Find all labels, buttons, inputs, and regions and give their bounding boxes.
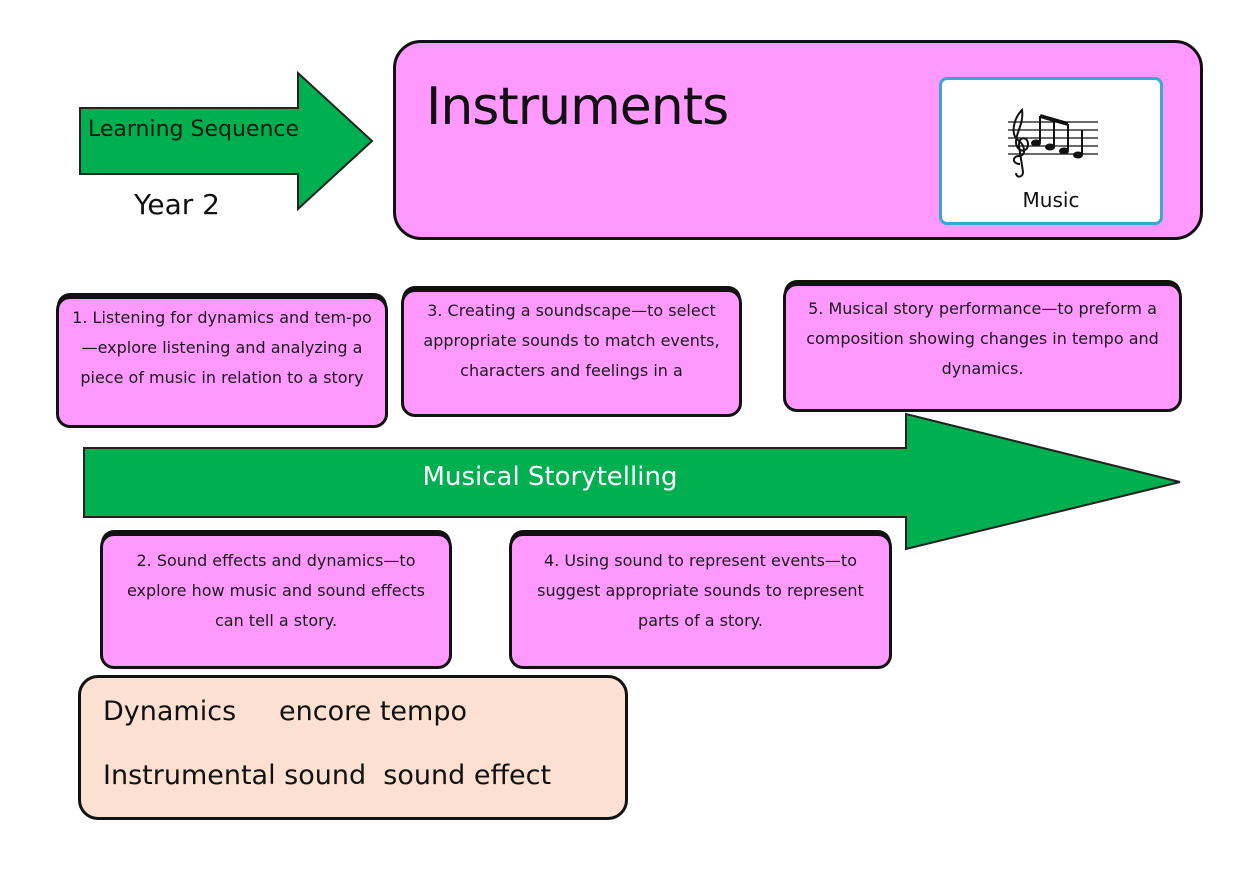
musical-storytelling-arrow	[83, 412, 1181, 551]
title-panel: Instruments Music	[393, 40, 1203, 240]
learning-sequence-label: Learning Sequence	[88, 117, 300, 142]
subject-label: Music	[1022, 188, 1080, 212]
step-2-box: 2. Sound effects and dynamics—to explore…	[100, 533, 452, 669]
learning-sequence-arrow	[79, 70, 374, 212]
step-4-box: 4. Using sound to represent events—to su…	[509, 533, 892, 669]
vocabulary-box: Dynamics encore tempo Instrumental sound…	[78, 675, 628, 820]
step-3-box: 3. Creating a soundscape—to select appro…	[401, 289, 742, 417]
year-label: Year 2	[134, 188, 220, 221]
subject-card: Music	[939, 77, 1163, 225]
vocabulary-line-1: Dynamics encore tempo	[103, 696, 467, 727]
page-title: Instruments	[426, 77, 729, 137]
musical-storytelling-label: Musical Storytelling	[422, 462, 678, 492]
step-1-box: 1. Listening for dynamics and tem-po—exp…	[56, 296, 388, 428]
step-5-box: 5. Musical story performance—to preform …	[783, 283, 1182, 412]
vocabulary-line-2: Instrumental sound sound effect	[103, 760, 552, 791]
music-notes-icon	[1008, 107, 1098, 178]
